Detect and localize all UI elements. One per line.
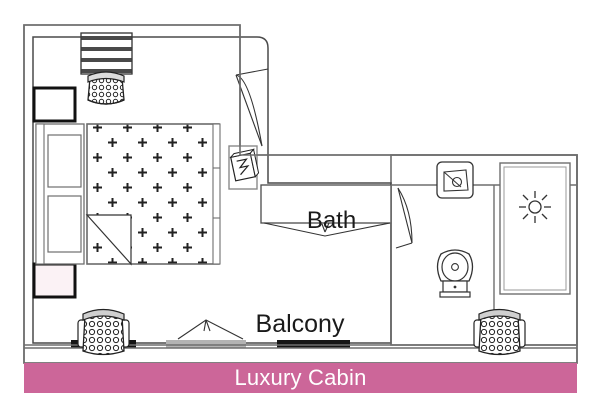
sink — [436, 161, 474, 199]
title-banner: Luxury Cabin — [24, 363, 577, 393]
balcony-door-swing — [177, 319, 244, 340]
desk-chair — [87, 71, 125, 105]
patio-chair-left — [77, 308, 130, 356]
plan-title: Luxury Cabin — [234, 365, 367, 390]
sofa — [35, 123, 85, 265]
entry-counter — [260, 184, 392, 224]
shower-head-icon — [519, 191, 551, 223]
bathroom-label-text: Bath — [306, 207, 357, 234]
patio-chair-right — [473, 308, 526, 356]
bath-door-swing — [395, 187, 413, 249]
toilet — [436, 249, 474, 298]
shower — [499, 162, 571, 295]
bed — [85, 123, 221, 266]
desk — [80, 32, 133, 75]
bathroom-label: Bath — [0, 209, 600, 233]
balcony-label: Balcony — [255, 310, 345, 338]
entry-door-swing — [263, 222, 391, 237]
wardrobe-lower — [32, 262, 77, 299]
television — [228, 145, 260, 190]
wardrobe-upper — [32, 86, 77, 123]
